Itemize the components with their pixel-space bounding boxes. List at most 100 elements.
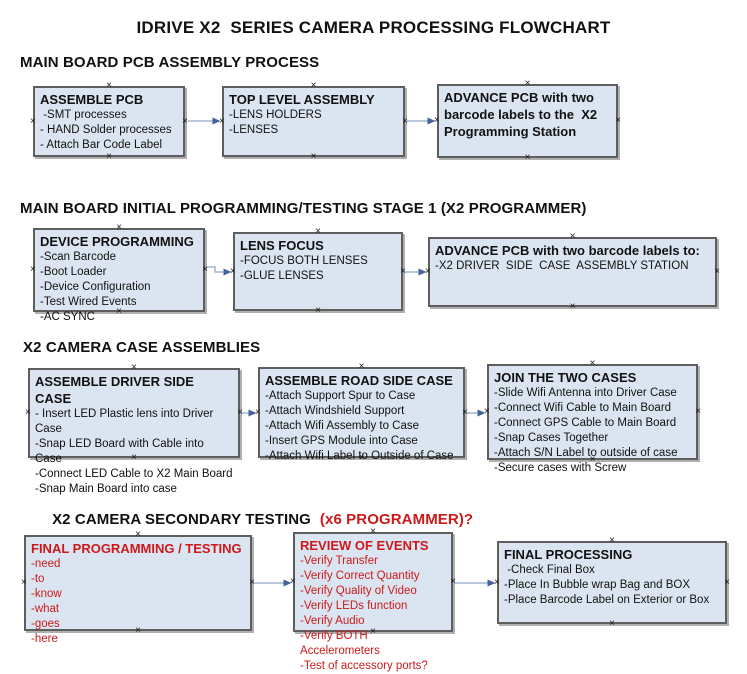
box-line: -LENS HOLDERS: [229, 109, 322, 121]
box-line: -Verify LEDs function: [300, 600, 408, 612]
flow-box-assemble-pcb[interactable]: ASSEMBLE PCB -SMT processes - HAND Solde…: [33, 86, 185, 157]
anchor-x-icon-right: [400, 267, 406, 277]
box-line: -LENSES: [229, 124, 279, 136]
flow-box-advance-pcb-driver-side-station[interactable]: ADVANCE PCB with two barcode labels to: …: [428, 237, 717, 307]
box-line: -Snap Cases Together: [494, 432, 609, 444]
box-line: -to: [31, 573, 45, 585]
box-line: -Check Final Box: [504, 564, 595, 576]
flow-box-final-programming-testing[interactable]: FINAL PROGRAMMING / TESTING -need -to -k…: [21, 535, 255, 645]
anchor-x-icon-left: [425, 267, 431, 277]
flow-box-top-level-assembly[interactable]: TOP LEVEL ASSEMBLY -LENS HOLDERS -LENSES: [222, 86, 405, 157]
box-title: FINAL PROGRAMMING / TESTING: [31, 541, 242, 556]
anchor-x-icon-top: [131, 363, 137, 373]
anchor-x-icon-bottom: [315, 306, 321, 316]
box-line: -AC SYNC: [40, 311, 95, 323]
box-line: -Place In Bubble wrap Bag and BOX: [504, 579, 691, 591]
flow-box-device-programming[interactable]: DEVICE PROGRAMMING -Scan Barcode -Boot L…: [30, 228, 208, 323]
box-line: - HAND Solder processes: [40, 124, 172, 136]
box-title: JOIN THE TWO CASES: [494, 370, 637, 385]
anchor-x-icon-bottom: [116, 307, 122, 317]
anchor-x-icon-right: [202, 265, 208, 275]
box-line: -Connect LED Cable to X2 Main Board: [35, 468, 233, 480]
box-line: -Test of accessory ports?: [300, 660, 428, 672]
anchor-x-icon-bottom: [590, 455, 596, 465]
box-line: -Attach S/N Label to outside of case: [494, 447, 678, 459]
box-line: -know: [31, 588, 62, 600]
anchor-x-icon-top: [609, 536, 615, 546]
box-line: -Insert GPS Module into Case: [265, 435, 418, 447]
flow-box-lens-focus[interactable]: LENS FOCUS -FOCUS BOTH LENSES -GLUE LENS…: [233, 232, 403, 311]
box-line: -Attach Windshield Support: [265, 405, 405, 417]
anchor-x-icon-top: [106, 81, 112, 91]
anchor-x-icon-left: [484, 407, 490, 417]
box-line: -Attach Wifi Label to Outside of Case: [265, 450, 454, 462]
box-line: -Slide Wifi Antenna into Driver Case: [494, 387, 677, 399]
anchor-x-icon-bottom: [106, 152, 112, 162]
section-heading-black-part: X2 CAMERA SECONDARY TESTING: [52, 511, 311, 528]
anchor-x-icon-left: [219, 117, 225, 127]
box-line: -goes: [31, 618, 60, 630]
anchor-x-icon-top: [590, 359, 596, 369]
box-line: - Attach Bar Code Label: [40, 139, 163, 151]
box-line: -what: [31, 603, 60, 615]
box-line: -Test Wired Events: [40, 296, 137, 308]
box-title: ADVANCE PCB with two barcode labels to t…: [444, 90, 601, 139]
box-line: -Verify Correct Quantity: [300, 570, 420, 582]
anchor-x-icon-right: [615, 116, 621, 126]
flow-box-join-the-two-cases[interactable]: JOIN THE TWO CASES -Slide Wifi Antenna i…: [484, 364, 701, 474]
box-line: -Place Barcode Label on Exterior or Box: [504, 594, 710, 606]
box-line: -Verify Audio: [300, 615, 365, 627]
box-title: FINAL PROCESSING: [504, 547, 633, 562]
anchor-x-icon-right: [724, 578, 730, 588]
anchor-x-icon-right: [450, 577, 456, 587]
flow-box-final-processing[interactable]: FINAL PROCESSING -Check Final Box -Place…: [497, 541, 727, 624]
box-line: -SMT processes: [40, 109, 127, 121]
box-title: ASSEMBLE ROAD SIDE CASE: [265, 373, 453, 388]
box-line: -X2 DRIVER SIDE CASE ASSEMBLY STATION: [435, 260, 689, 272]
box-line: -Verify Transfer: [300, 555, 378, 567]
box-line: -here: [31, 633, 58, 645]
anchor-x-icon-left: [230, 267, 236, 277]
box-line: -Attach Wifi Assembly to Case: [265, 420, 420, 432]
box-line: -FOCUS BOTH LENSES: [240, 255, 368, 267]
flow-box-assemble-road-side-case[interactable]: ASSEMBLE ROAD SIDE CASE -Attach Support …: [255, 367, 468, 462]
section-heading-case-assemblies: X2 CAMERA CASE ASSEMBLIES: [23, 339, 261, 356]
anchor-x-icon-top: [311, 81, 317, 91]
flow-box-assemble-driver-side-case[interactable]: ASSEMBLE DRIVER SIDE CASE - Insert LED P…: [28, 368, 243, 495]
section-heading-initial-programming: MAIN BOARD INITIAL PROGRAMMING/TESTING S…: [20, 200, 587, 217]
flow-box-advance-pcb-programming-station[interactable]: ADVANCE PCB with two barcode labels to t…: [437, 84, 618, 158]
box-title: LENS FOCUS: [240, 238, 324, 253]
anchor-x-icon-bottom: [359, 453, 365, 463]
box-line: -Connect Wifi Cable to Main Board: [494, 402, 672, 414]
box-title: ASSEMBLE DRIVER SIDE CASE: [35, 374, 198, 406]
box-line: -Boot Loader: [40, 266, 107, 278]
anchor-x-icon-top: [570, 232, 576, 242]
anchor-x-icon-left: [255, 408, 261, 418]
anchor-x-icon-right: [714, 267, 720, 277]
section-heading-secondary-testing: X2 CAMERA SECONDARY TESTING(x6 PROGRAMME…: [35, 494, 473, 545]
box-title: DEVICE PROGRAMMING: [40, 234, 194, 249]
anchor-x-icon-right: [237, 408, 243, 418]
anchor-x-icon-top: [370, 527, 376, 537]
anchor-x-icon-bottom: [311, 152, 317, 162]
anchor-x-icon-right: [695, 407, 701, 417]
box-title: ADVANCE PCB with two barcode labels to:: [435, 243, 700, 258]
section-heading-pcb-assembly: MAIN BOARD PCB ASSEMBLY PROCESS: [20, 54, 320, 71]
flow-box-review-of-events[interactable]: REVIEW OF EVENTS -Verify Transfer -Verif…: [290, 532, 456, 672]
box-line: -Attach Support Spur to Case: [265, 390, 416, 402]
page-title: IDRIVE X2 SERIES CAMERA PROCESSING FLOWC…: [136, 18, 611, 37]
anchor-x-icon-top: [315, 227, 321, 237]
box-line: -Secure cases with Screw: [494, 462, 627, 474]
anchor-x-icon-left: [434, 116, 440, 126]
anchor-x-icon-left: [21, 578, 27, 588]
anchor-x-icon-bottom: [570, 302, 576, 312]
anchor-x-icon-bottom: [370, 627, 376, 637]
box-title: TOP LEVEL ASSEMBLY: [229, 92, 375, 107]
anchor-x-icon-right: [462, 408, 468, 418]
box-line: -Verify BOTH Accelerometers: [300, 630, 380, 657]
anchor-x-icon-right: [249, 578, 255, 588]
anchor-x-icon-left: [290, 577, 296, 587]
anchor-x-icon-left: [30, 265, 36, 275]
box-line: -Connect GPS Cable to Main Board: [494, 417, 677, 429]
